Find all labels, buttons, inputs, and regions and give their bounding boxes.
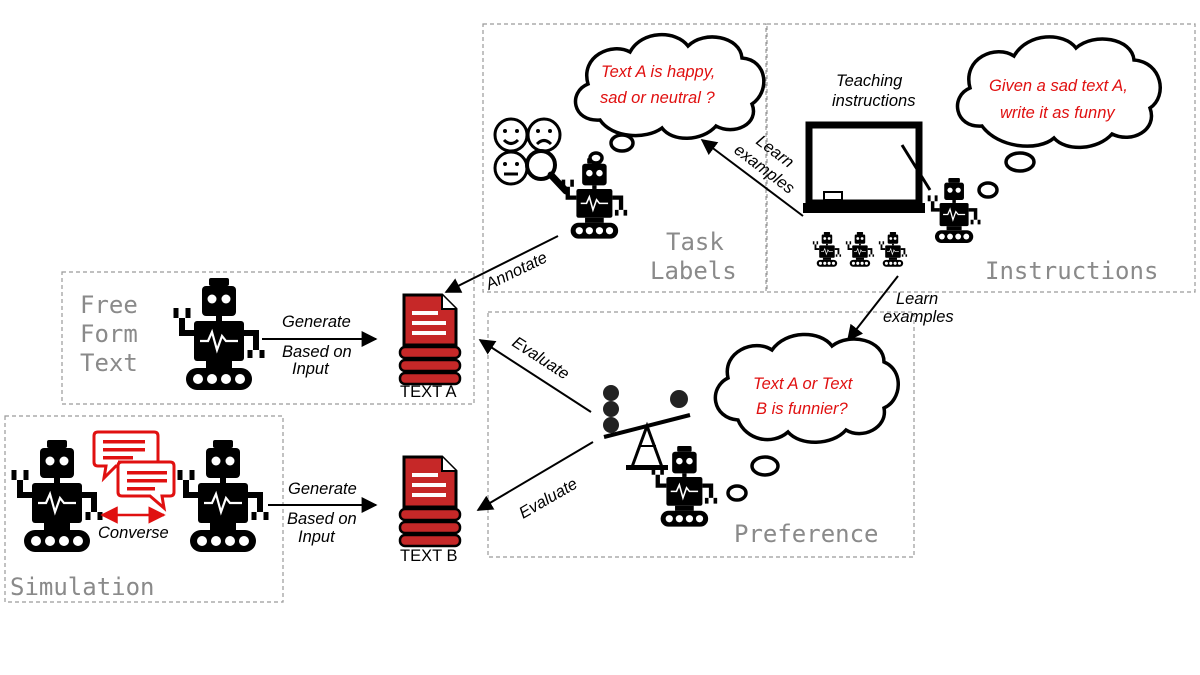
annotate-label: Annotate <box>482 248 550 294</box>
task-label-1: Task <box>666 228 724 256</box>
robot-icon-student-2 <box>845 231 875 268</box>
free-form-label-1: Free <box>80 291 138 319</box>
converse-label: Converse <box>98 524 169 542</box>
evaluate-label-top: Evaluate <box>509 333 573 383</box>
thought-cloud-icon-task <box>573 32 766 165</box>
simulation-label: Simulation <box>10 573 155 601</box>
teaching-label-1: Teaching <box>836 72 903 90</box>
generate-label-b: Generate <box>288 480 357 498</box>
magnifier-icon <box>525 149 570 195</box>
annotate-arrow <box>444 235 559 293</box>
preference-bubble-line-2: B is funnier? <box>756 400 849 418</box>
instructions-label: Instructions <box>985 257 1158 285</box>
preference-bubble-line-1: Text A or Text <box>753 375 854 393</box>
document-stack-icon-text-b <box>398 455 462 548</box>
simulation-box <box>4 415 284 603</box>
thought-cloud-icon-preference <box>713 332 900 502</box>
robot-icon-task <box>563 158 625 239</box>
free-form-label-3: Text <box>80 349 138 377</box>
evaluate-arrow-top <box>478 339 592 413</box>
thought-cloud-icon-instructions <box>955 35 1162 199</box>
robot-icon-sim-left <box>14 440 100 552</box>
robot-icon-student-3 <box>878 231 908 268</box>
input-label-b: Input <box>298 528 336 546</box>
chat-bubbles-icon <box>92 430 176 512</box>
free-form-label-2: Form <box>80 320 138 348</box>
based-on-label-b: Based on <box>287 510 357 528</box>
teaching-label-2: instructions <box>832 92 915 110</box>
preference-label: Preference <box>734 520 879 548</box>
instructions-box <box>766 23 1196 293</box>
examples-label-2: examples <box>883 308 954 326</box>
evaluate-arrow-bottom <box>476 441 594 511</box>
generate-label-a: Generate <box>282 313 351 331</box>
text-b-label: TEXT B <box>400 547 457 565</box>
learn-arrow-instructions-to-preference <box>847 275 899 342</box>
learn-label-2: Learn <box>896 290 938 308</box>
robot-icon-student-1 <box>812 231 842 268</box>
instructions-bubble-line-1: Given a sad text A, <box>989 77 1128 95</box>
emoji-faces-icon <box>493 117 562 186</box>
instructions-bubble-line-2: write it as funny <box>1000 104 1116 122</box>
robot-icon-sim-right <box>180 440 266 552</box>
document-stack-icon-text-a <box>398 293 462 386</box>
chalkboard-icon <box>803 121 932 213</box>
free-form-text-box <box>61 271 475 405</box>
preference-box <box>487 311 915 558</box>
based-on-label-a: Based on <box>282 343 352 361</box>
text-a-label: TEXT A <box>400 383 457 401</box>
task-label-2: Labels <box>650 257 737 285</box>
task-bubble-line-2: sad or neutral ? <box>600 89 715 107</box>
robot-icon-free-form <box>176 278 262 390</box>
robot-icon-instructions <box>927 176 981 245</box>
task-labels-box <box>482 23 767 293</box>
task-bubble-line-1: Text A is happy, <box>601 63 715 81</box>
balance-scale-icon <box>603 385 691 470</box>
robot-icon-preference <box>653 446 715 527</box>
learn-arrow-instructions-to-task <box>700 139 804 217</box>
input-label-a: Input <box>292 360 330 378</box>
